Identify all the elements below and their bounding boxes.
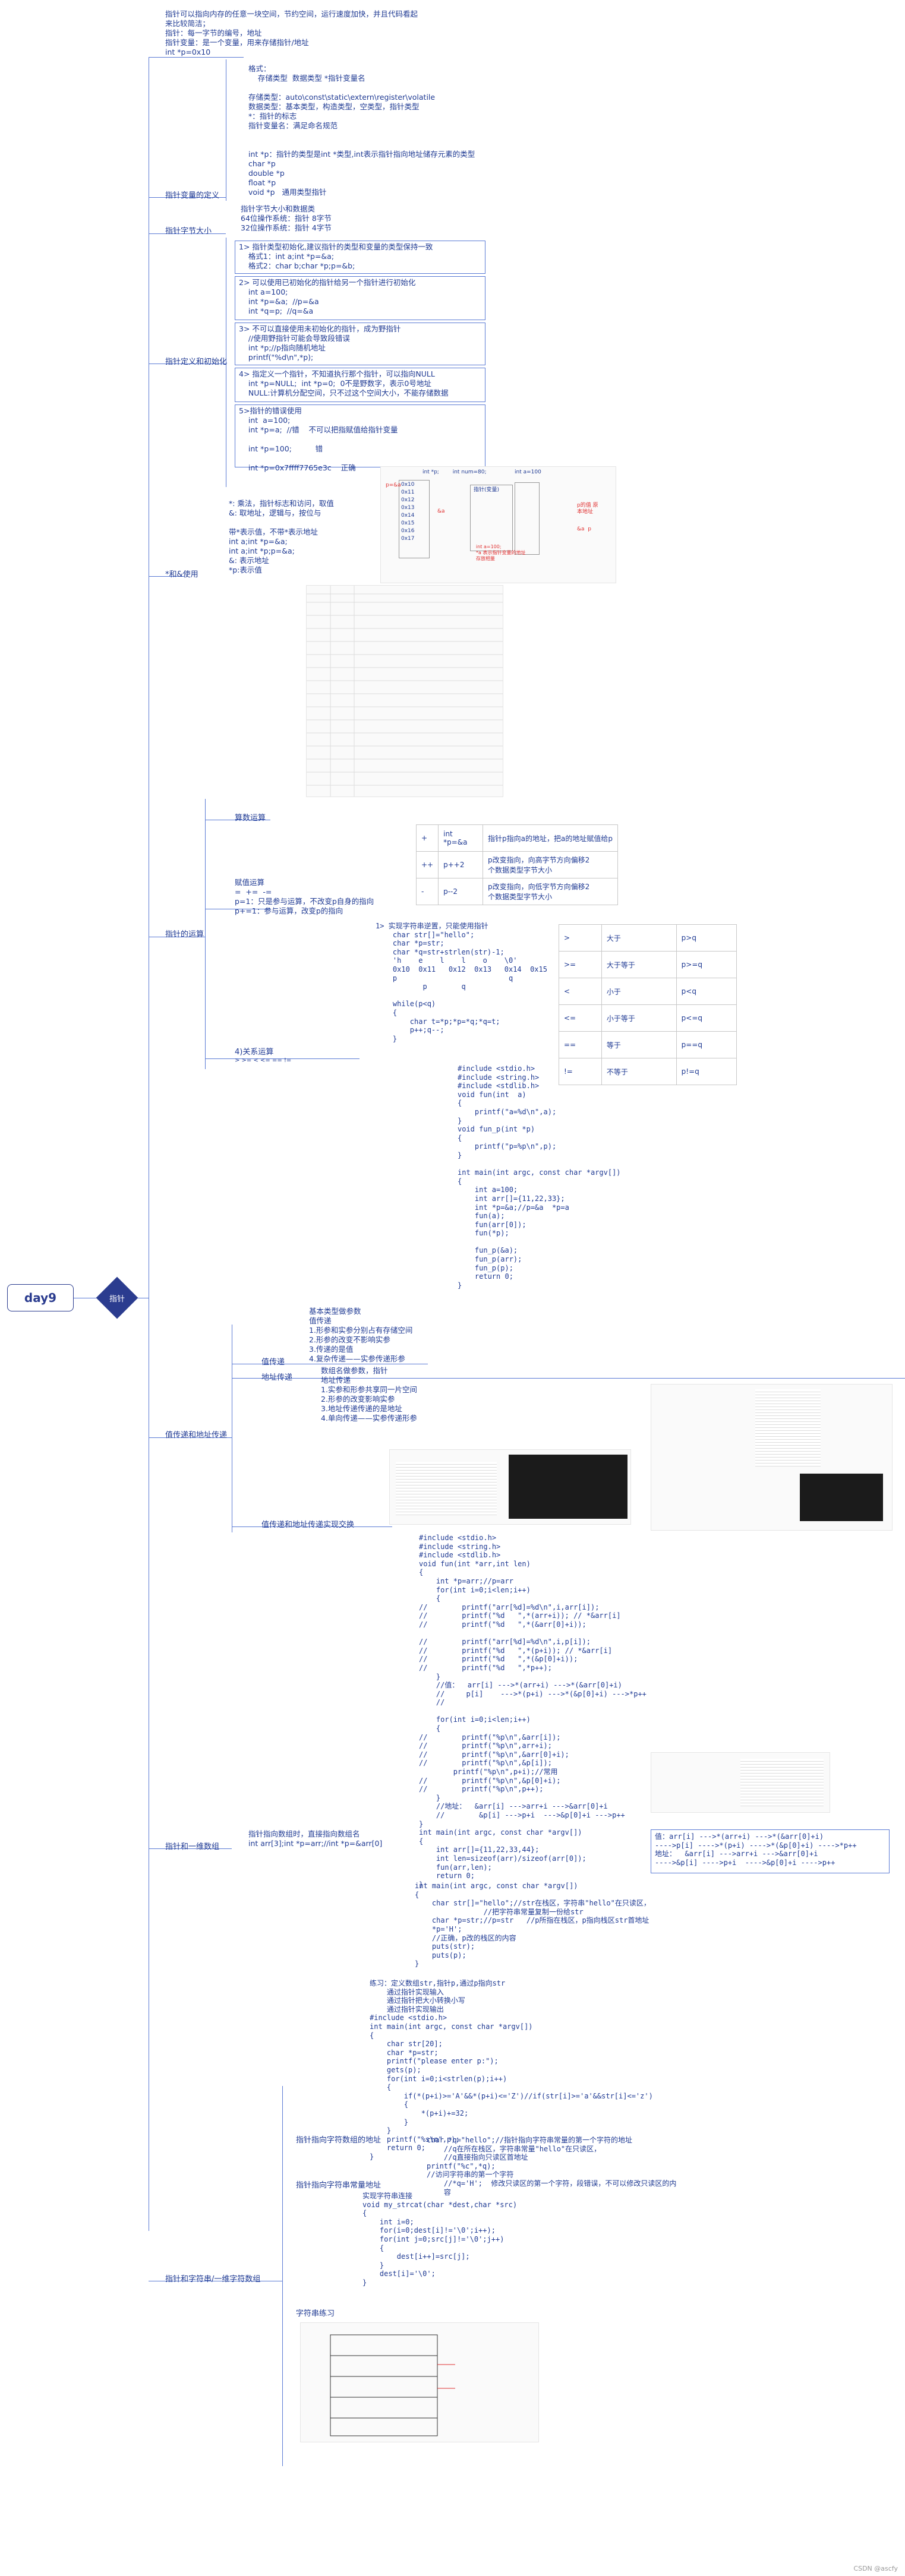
ops-label[interactable]: 指针的运算 bbox=[165, 930, 204, 939]
onedim-label[interactable]: 指针和一维数组 bbox=[165, 1842, 220, 1851]
branch-definition bbox=[149, 197, 226, 198]
onedim-sub-label: 指针指向数组时，直接指向数组名 int arr[3];int *p=arr;//… bbox=[248, 1829, 383, 1848]
init-item-2: 2> 可以使用已初始化的指针给另一个指针进行初始化 int a=100; int… bbox=[235, 276, 485, 320]
bytes-text: 指针字节大小和数据类 64位操作系统：指针 8字节 32位操作系统：指针 4字节 bbox=[241, 204, 332, 232]
value-pass-label[interactable]: 值传递 bbox=[261, 1358, 285, 1367]
init-item-4: 4> 指定义一个指针，不知道执行那个指针，可以指向NULL int *p=NUL… bbox=[235, 368, 485, 402]
root-node[interactable]: day9 bbox=[7, 1284, 74, 1311]
precedence-table-image bbox=[306, 585, 503, 797]
code-thumb-3 bbox=[740, 1759, 824, 1806]
precedence-table-lines bbox=[307, 586, 503, 796]
string-code-2: 练习：定义数组str,指针p,通过p指向str 通过指针实现输入 通过指针把大小… bbox=[370, 1979, 653, 2161]
string-bracket bbox=[282, 2086, 283, 2466]
definition-label[interactable]: 指针变量的定义 bbox=[165, 191, 220, 200]
ops-arith-label[interactable]: 算数运算 bbox=[235, 814, 266, 823]
ptr-arr-label[interactable]: 指针指向字符数组的地址 bbox=[296, 2136, 381, 2145]
ptr-const-label[interactable]: 指针指向字符串常量地址 bbox=[296, 2181, 381, 2190]
intro-text: 指针可以指向内存的任意一块空间，节约空间，运行速度加快，并且代码看起 来比较简洁… bbox=[165, 10, 418, 56]
relation-label[interactable]: 4)关系运算 bbox=[235, 1048, 274, 1057]
string-code-1: int main(int argc, const char *argv[]) {… bbox=[415, 1882, 651, 1968]
addr-pass-text: 数组名做参数，指针 地址传递 1.实参和形参共享同一片空间 2.形参的改变影响实… bbox=[321, 1366, 417, 1423]
watermark: CSDN @ascfy bbox=[853, 2565, 898, 2572]
ops-bracket bbox=[205, 799, 206, 1069]
ops-rel-line bbox=[205, 1058, 360, 1059]
star-label[interactable]: *和&使用 bbox=[165, 570, 198, 579]
pass-top-line bbox=[232, 1378, 905, 1379]
string-exercise-label[interactable]: 字符串练习 bbox=[296, 2309, 335, 2318]
relation-ops: > >= < <= == != bbox=[235, 1057, 292, 1064]
init-item-1: 1> 指针类型初始化,建议指针的类型和变量的类型保持一致 格式1：int a;i… bbox=[235, 241, 485, 274]
onedim-summary: 值：arr[i] --->*(arr+i) --->*(&arr[0]+i) -… bbox=[651, 1829, 890, 1873]
memory-layout-image bbox=[300, 2322, 539, 2442]
hub-label: 指针 bbox=[109, 1295, 125, 1304]
branch-pass bbox=[149, 1437, 232, 1438]
value-pass-text: 基本类型做参数 值传递 1.形参和实参分别占有存储空间 2.形参的改变不影响实参… bbox=[309, 1307, 413, 1363]
swap-exercise-label[interactable]: 值传递和地址传递实现交换 bbox=[261, 1521, 355, 1529]
pass-code: #include <stdio.h> #include <string.h> #… bbox=[458, 1064, 621, 1289]
swap-diagram-image bbox=[651, 1384, 893, 1531]
const-code: char *q="hello";//指针指向字符串常量的第一个字符的地址 //q… bbox=[427, 2136, 677, 2196]
terminal-thumb bbox=[509, 1455, 627, 1519]
branch-bytes bbox=[149, 233, 226, 234]
onedim-output-image bbox=[651, 1752, 830, 1813]
init-item-5: 5>指针的错误使用 int a=100; int *p=a; //错 不可以把指… bbox=[235, 404, 485, 472]
definition-text: 格式： 存储类型 数据类型 *指针变量名 存储类型：auto\const\sta… bbox=[248, 64, 475, 197]
reverse-code: 1> 实现字符串逆置，只能使用指针 char str[]="hello"; ch… bbox=[376, 922, 547, 1043]
root-label: day9 bbox=[24, 1291, 57, 1305]
string-label[interactable]: 指针和字符串/一维字符数组 bbox=[165, 2275, 261, 2284]
memory-diagram: int *p; int num=80; int a=100 0x10 0x11 … bbox=[380, 466, 616, 583]
pass-exercise-line bbox=[232, 1526, 392, 1527]
onedim-code: #include <stdio.h> #include <string.h> #… bbox=[419, 1534, 647, 1889]
init-item-3: 3> 不可以直接使用未初始化的指针，成为野指针 //使用野指针可能会导致段错误 … bbox=[235, 323, 485, 365]
pass-label[interactable]: 值传递和地址传递 bbox=[165, 1431, 228, 1440]
strcat-code: 实现字符串连接 void my_strcat(char *dest,char *… bbox=[362, 2192, 518, 2287]
memory-layout-lines bbox=[330, 2334, 455, 2436]
branch-intro bbox=[149, 57, 244, 58]
assign-text: 赋值运算 = += -= p=1：只是参与运算，不改变p自身的指向 p+=1：参… bbox=[235, 878, 374, 915]
code-thumb bbox=[396, 1462, 497, 1515]
branch-onedim bbox=[149, 1848, 232, 1849]
addr-pass-label[interactable]: 地址传递 bbox=[261, 1373, 293, 1382]
init-label[interactable]: 指针定义和初始化 bbox=[165, 358, 228, 366]
swap-code-image bbox=[389, 1449, 631, 1525]
bytes-label[interactable]: 指针字节大小 bbox=[165, 227, 212, 236]
terminal-thumb-2 bbox=[800, 1474, 883, 1521]
code-thumb-2 bbox=[755, 1389, 821, 1466]
star-text: *: 乘法，指针标志和访问，取值 &: 取地址，逻辑与，按位与 带*表示值，不带… bbox=[229, 499, 334, 574]
branch-star bbox=[149, 576, 184, 577]
